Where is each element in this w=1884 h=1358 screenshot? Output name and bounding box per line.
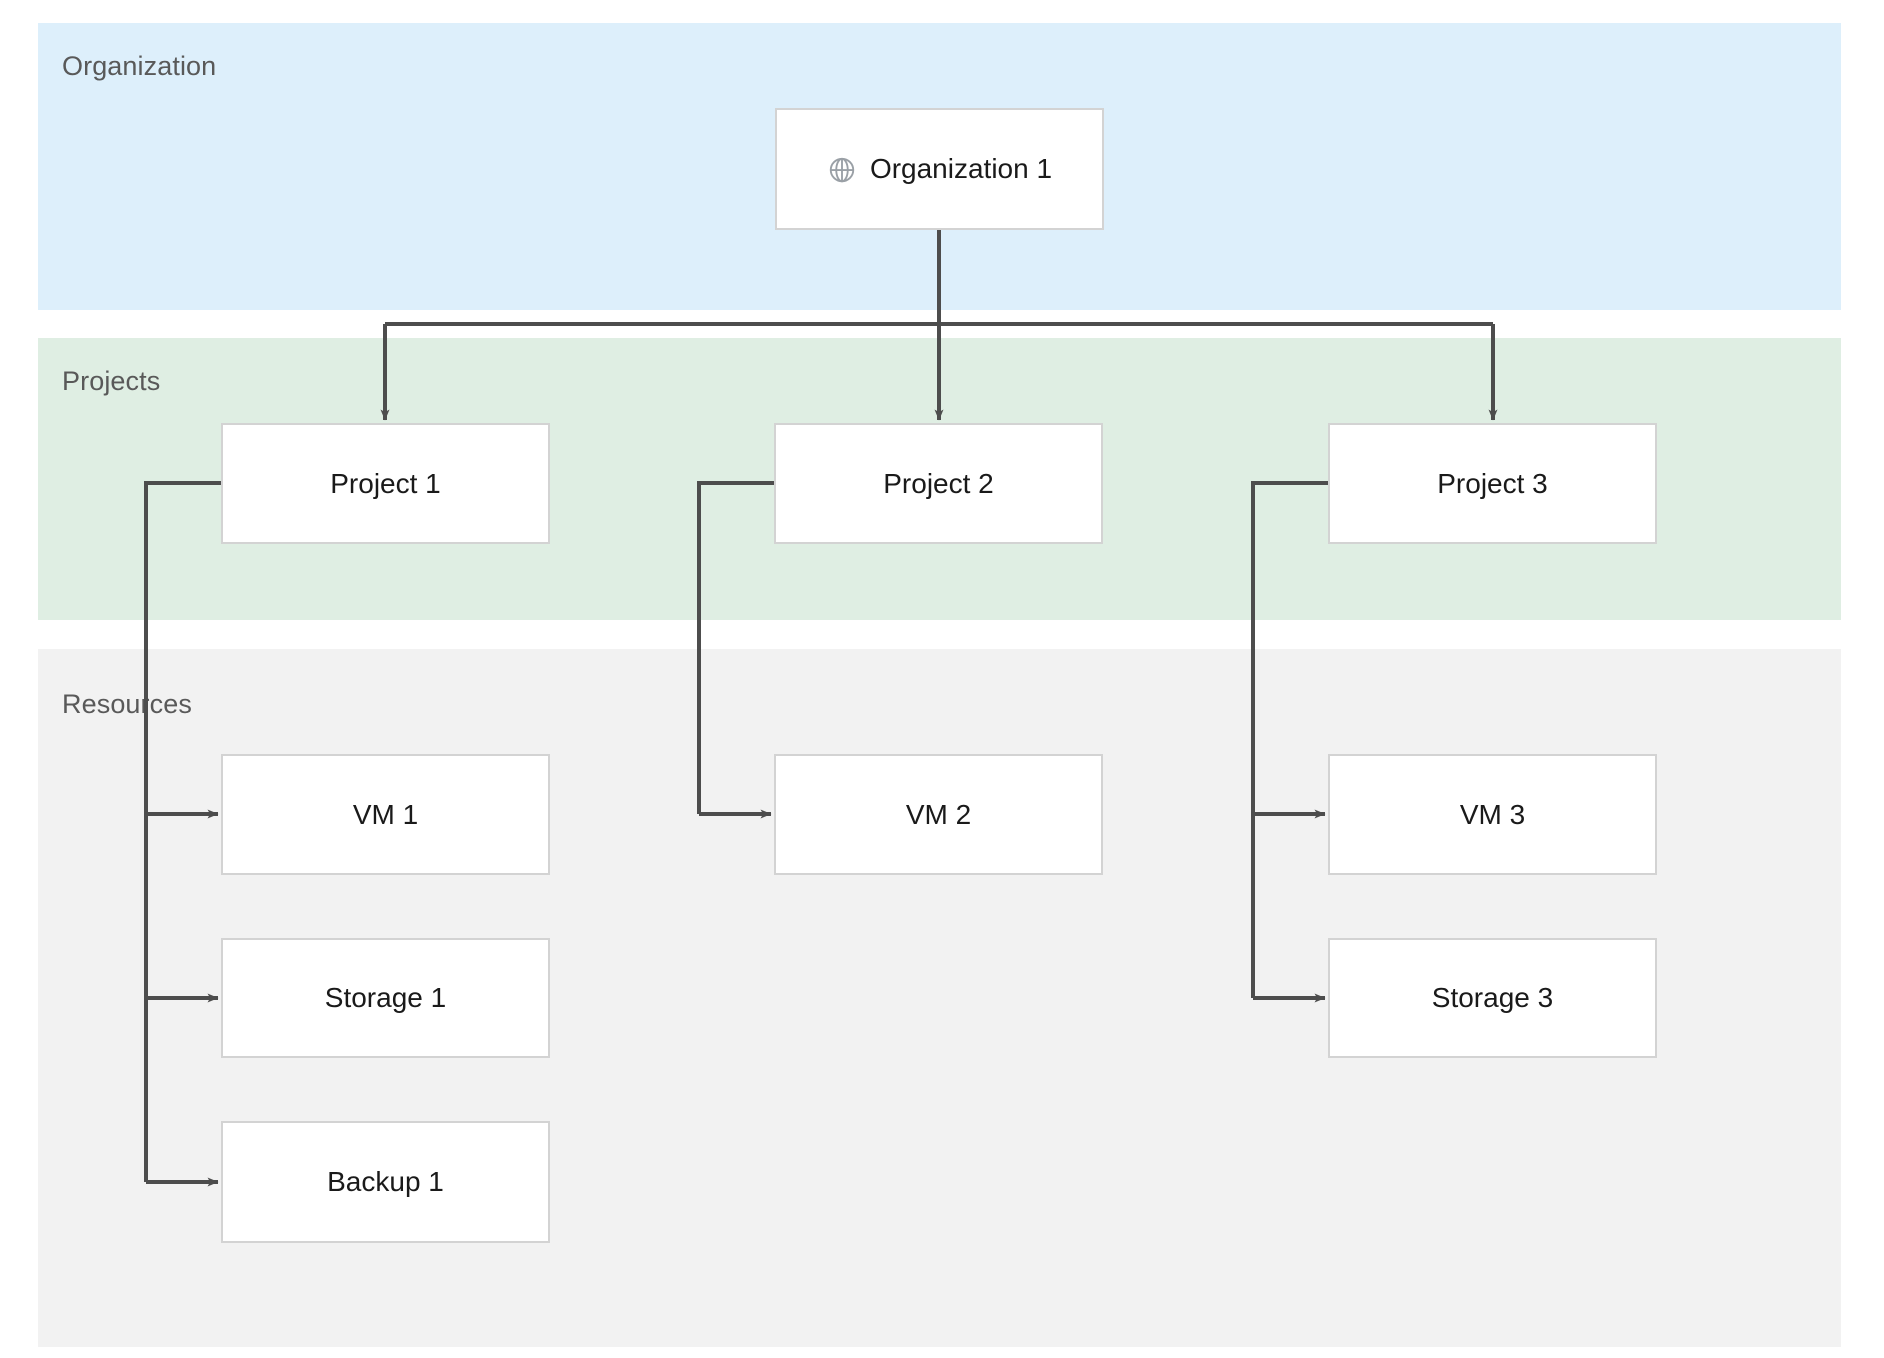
node-storage-3[interactable]: Storage 3 [1328, 938, 1657, 1058]
globe-icon [827, 155, 857, 185]
node-label-project-3: Project 3 [1437, 467, 1548, 499]
node-project-3[interactable]: Project 3 [1328, 423, 1657, 544]
band-label-resources: Resources [62, 689, 192, 719]
node-label-vm-2: VM 2 [905, 798, 972, 830]
node-label-storage-3: Storage 3 [1431, 982, 1554, 1013]
node-vm-1[interactable]: VM 1 [221, 754, 550, 875]
node-storage-1[interactable]: Storage 1 [221, 938, 550, 1058]
node-label-vm-3: VM 3 [1459, 798, 1526, 830]
node-label-project-2: Project 2 [883, 467, 994, 499]
node-organization-1[interactable]: Organization 1 [775, 108, 1104, 230]
node-label-vm-1: VM 1 [352, 798, 419, 830]
band-label-organization: Organization [62, 51, 217, 81]
node-label-backup-1: Backup 1 [327, 1166, 444, 1197]
band-label-projects: Projects [62, 366, 161, 396]
node-project-2[interactable]: Project 2 [774, 423, 1103, 544]
node-vm-3[interactable]: VM 3 [1328, 754, 1657, 875]
node-label-project-1: Project 1 [330, 467, 441, 499]
node-backup-1[interactable]: Backup 1 [221, 1121, 550, 1243]
node-project-1[interactable]: Project 1 [221, 423, 550, 544]
node-label-storage-1: Storage 1 [324, 982, 447, 1013]
node-vm-2[interactable]: VM 2 [774, 754, 1103, 875]
node-label-organization-1: Organization 1 [869, 153, 1053, 184]
